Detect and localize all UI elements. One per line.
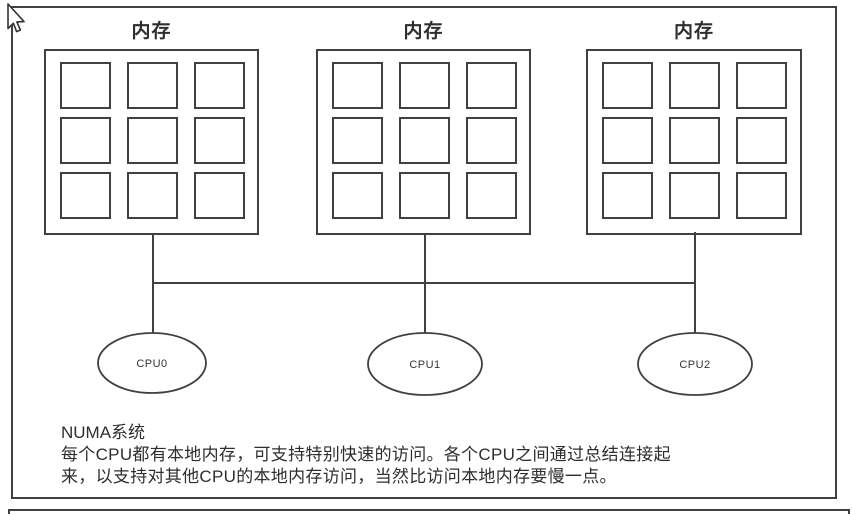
memory-cell xyxy=(399,62,450,109)
memory-box-0 xyxy=(44,49,259,235)
memory-cell xyxy=(602,62,653,109)
memory-box-2 xyxy=(586,49,802,235)
memory-cell xyxy=(736,62,787,109)
memory-cell xyxy=(127,117,178,164)
memory-cell xyxy=(669,117,720,164)
memory-cell xyxy=(466,172,517,219)
memory-label-2: 内存 xyxy=(673,21,714,42)
memory-cell xyxy=(60,62,111,109)
outer-frame xyxy=(11,6,837,499)
memory-box-1 xyxy=(316,49,531,235)
cpu0-label: CPU0 xyxy=(136,358,168,370)
memory-cell xyxy=(127,62,178,109)
memory-cell xyxy=(60,117,111,164)
memory-label-1: 内存 xyxy=(403,21,444,42)
memory-cell xyxy=(399,172,450,219)
memory-cell xyxy=(332,62,383,109)
caption-line-1: 每个CPU都有本地内存，可支持特别快速的访问。各个CPU之间通过总结连接起 xyxy=(61,445,671,464)
memory-cell xyxy=(602,172,653,219)
cpu2-label: CPU2 xyxy=(679,359,711,371)
memory-label-0: 内存 xyxy=(131,21,172,42)
memory-cell xyxy=(127,172,178,219)
caption-line-2: 来，以支持对其他CPU的本地内存访问，当然比访问本地内存要慢一点。 xyxy=(61,467,617,486)
memory-cell xyxy=(602,117,653,164)
caption-title: NUMA系统 xyxy=(61,423,146,442)
memory-cell xyxy=(669,62,720,109)
memory-cell xyxy=(736,172,787,219)
next-section-frame xyxy=(8,509,850,514)
memory-cell xyxy=(194,117,245,164)
memory-cell xyxy=(60,172,111,219)
memory-cell xyxy=(194,62,245,109)
memory-cell xyxy=(399,117,450,164)
memory-cell xyxy=(466,62,517,109)
memory-cell xyxy=(736,117,787,164)
cpu1-label: CPU1 xyxy=(409,359,441,371)
memory-cell xyxy=(466,117,517,164)
memory-cell xyxy=(332,117,383,164)
memory-cell xyxy=(669,172,720,219)
memory-cell xyxy=(332,172,383,219)
memory-cell xyxy=(194,172,245,219)
